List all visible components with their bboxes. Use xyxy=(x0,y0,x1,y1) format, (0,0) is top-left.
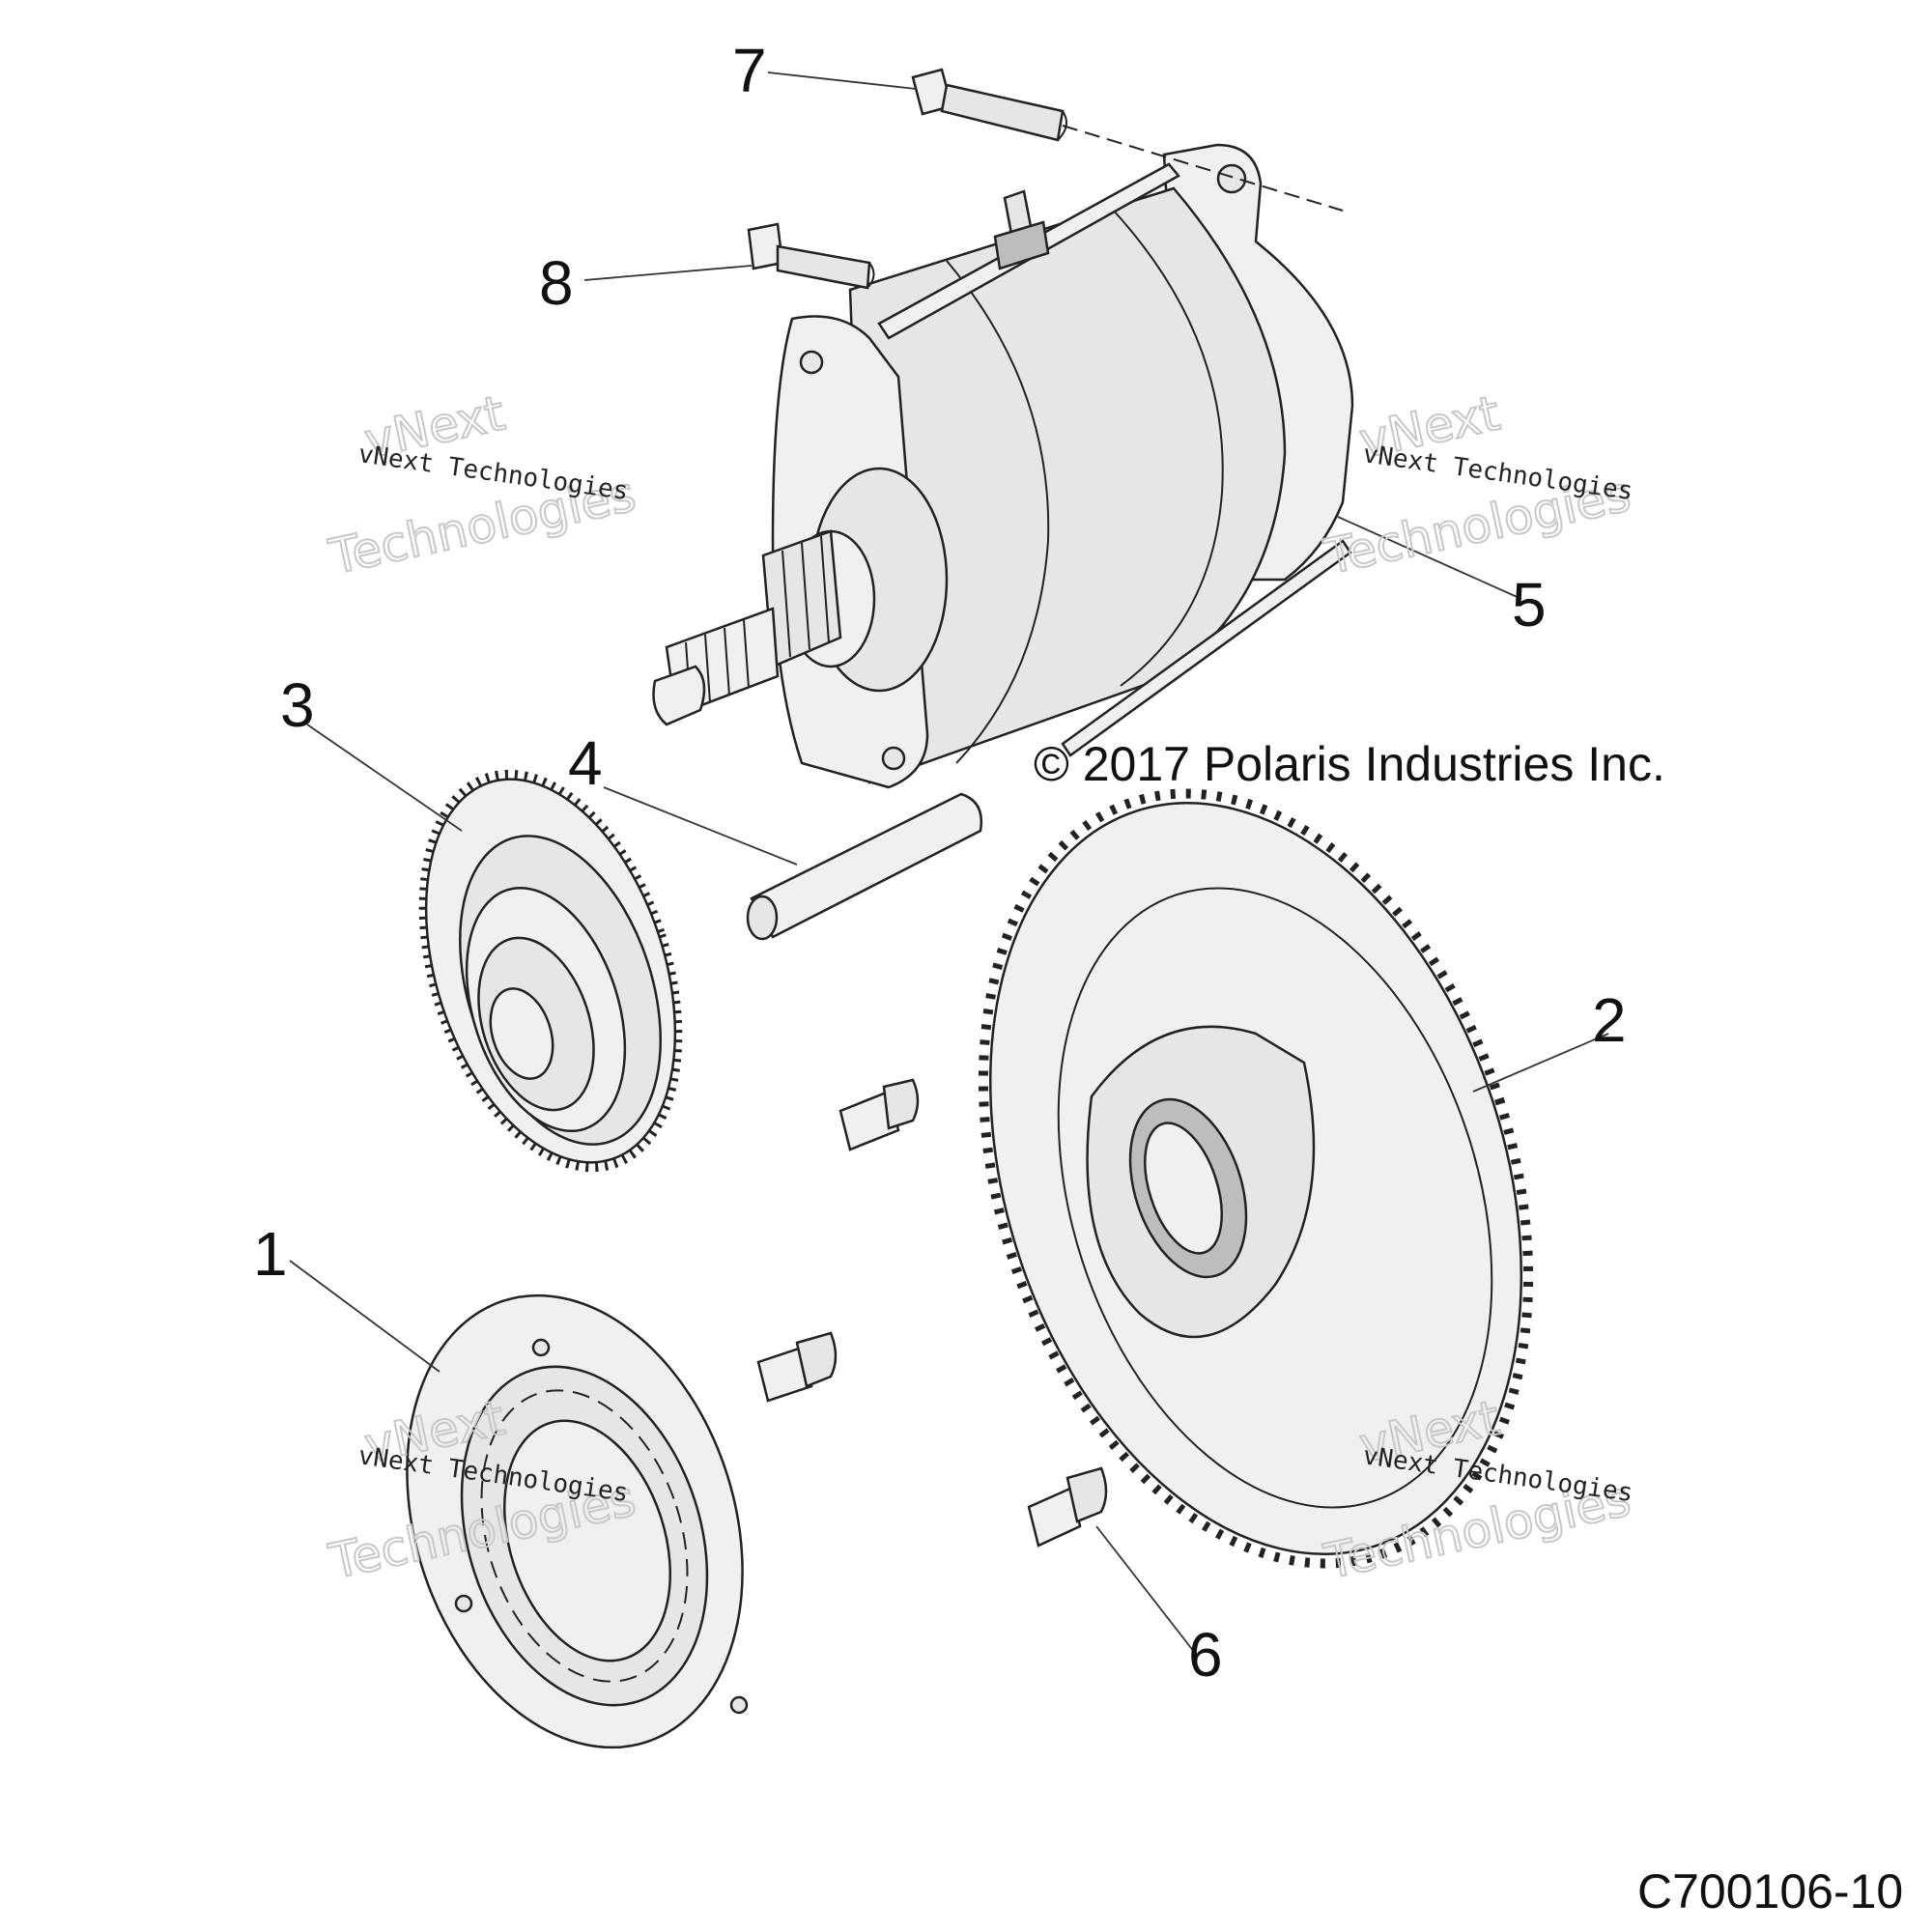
callout-6: 6 xyxy=(1188,1620,1223,1690)
bolt-6-upper xyxy=(838,1078,920,1151)
callout-7: 7 xyxy=(732,36,767,105)
copyright-notice: © 2017 Polaris Industries Inc. xyxy=(1034,737,1665,791)
callout-1: 1 xyxy=(253,1219,288,1289)
gear-2 xyxy=(978,788,1534,1569)
callout-2: 2 xyxy=(1592,985,1627,1055)
bolt-6-middle xyxy=(756,1331,838,1403)
clutch-1 xyxy=(406,1293,749,1749)
bolt-6-lower xyxy=(1027,1466,1108,1548)
gear-3 xyxy=(418,769,683,1173)
pin-4 xyxy=(746,792,983,941)
callout-3: 3 xyxy=(280,670,315,740)
callout-4: 4 xyxy=(568,728,603,798)
callout-5: 5 xyxy=(1512,570,1547,639)
callout-8: 8 xyxy=(539,248,574,318)
leader-lines xyxy=(289,71,1609,1658)
drawing-id: C700106-10 xyxy=(1637,1864,1903,1918)
starter-motor xyxy=(652,143,1354,789)
bolt-7 xyxy=(911,68,1344,212)
bolt-8 xyxy=(747,222,875,290)
